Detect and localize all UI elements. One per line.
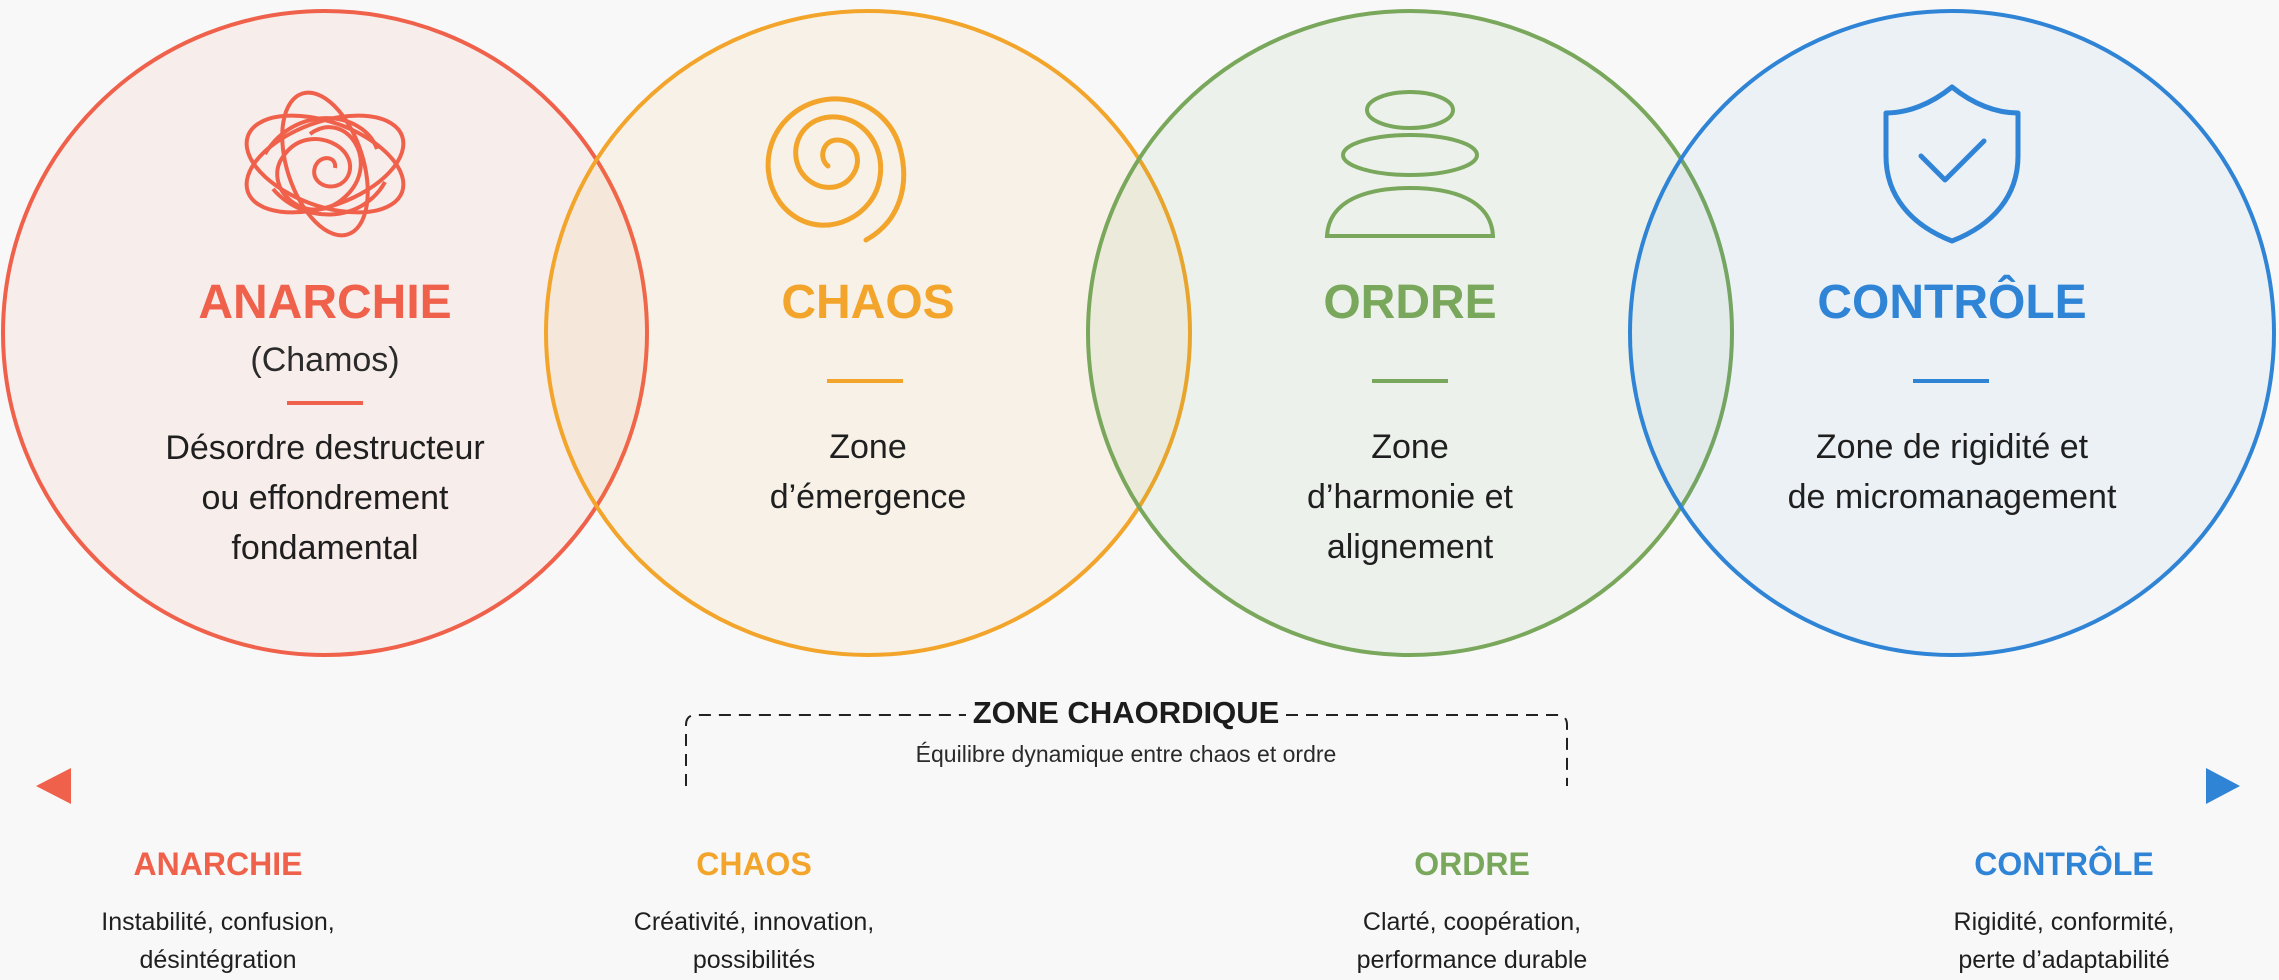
spiral-icon	[765, 96, 907, 243]
bottom-labels: ANARCHIE Instabilité, confusion, désinté…	[101, 846, 2174, 974]
bottom-chaos-description-line-2: possibilités	[693, 946, 815, 974]
anarchie-content: ANARCHIE (Chamos) Désordre destructeur o…	[165, 90, 485, 567]
bottom-ordre-description-line-1: Clarté, coopération,	[1363, 908, 1581, 936]
bottom-label-ordre: ORDRE Clarté, coopération, performance d…	[1357, 846, 1588, 974]
arrow-right-icon	[2206, 768, 2240, 804]
bottom-chaos-title: CHAOS	[696, 846, 812, 882]
ordre-content: ORDRE Zone d’harmonie et alignement	[1307, 90, 1514, 566]
arrow-left-icon	[36, 768, 71, 804]
circles-group	[1, 9, 2276, 657]
zone-chaordique: ZONE CHAORDIQUE Équilibre dynamique entr…	[685, 695, 1568, 786]
circle-anarchie	[1, 9, 649, 657]
chaos-circle-description-line-2: d’émergence	[770, 478, 967, 516]
zone-bracket-right	[1286, 714, 1568, 786]
chaos-circle-title: CHAOS	[781, 276, 954, 329]
chaos-circle-description-line-1: Zone	[829, 428, 907, 466]
anarchie-circle-description-line-3: fondamental	[231, 529, 418, 567]
bottom-controle-description-line-2: perte d’adaptabilité	[1958, 946, 2169, 974]
zone-bracket-left	[685, 714, 966, 786]
stacked-stones-icon	[1324, 90, 1496, 238]
bottom-label-chaos: CHAOS Créativité, innovation, possibilit…	[634, 846, 874, 974]
bottom-anarchie-title: ANARCHIE	[134, 846, 303, 882]
tangle-icon	[244, 90, 406, 238]
controle-circle-title: CONTRÔLE	[1817, 274, 2086, 329]
anarchie-circle-description-line-2: ou effondrement	[202, 479, 450, 517]
zone-chaordique-subtitle: Équilibre dynamique entre chaos et ordre	[916, 741, 1337, 767]
controle-circle-description-line-1: Zone de rigidité et	[1816, 428, 2089, 466]
bottom-label-controle: CONTRÔLE Rigidité, conformité, perte d’a…	[1954, 846, 2175, 974]
zone-chaordique-title: ZONE CHAORDIQUE	[973, 695, 1280, 730]
bottom-ordre-description-line-2: performance durable	[1357, 946, 1588, 974]
circle-ordre	[1086, 9, 1734, 657]
bottom-label-anarchie: ANARCHIE Instabilité, confusion, désinté…	[101, 846, 334, 974]
controle-circle-description-line-2: de micromanagement	[1788, 478, 2117, 516]
controle-content: CONTRÔLE Zone de rigidité et de microman…	[1788, 84, 2117, 516]
circle-controle	[1628, 9, 2276, 657]
bottom-chaos-description-line-1: Créativité, innovation,	[634, 908, 874, 936]
bottom-controle-description-line-1: Rigidité, conformité,	[1954, 908, 2175, 936]
bottom-ordre-title: ORDRE	[1414, 846, 1530, 882]
bottom-anarchie-description-line-1: Instabilité, confusion,	[101, 908, 334, 936]
ordre-circle-description-line-1: Zone	[1371, 428, 1449, 466]
chaos-content: CHAOS Zone d’émergence	[765, 96, 967, 516]
ordre-circle-title: ORDRE	[1323, 276, 1496, 329]
anarchie-circle-subtitle: (Chamos)	[250, 341, 399, 379]
circle-chaos	[544, 9, 1192, 657]
bottom-anarchie-description-line-2: désintégration	[139, 946, 296, 974]
shield-check-icon	[1883, 84, 2021, 244]
anarchie-circle-title: ANARCHIE	[198, 276, 451, 329]
anarchie-circle-description-line-1: Désordre destructeur	[165, 429, 484, 467]
ordre-circle-description-line-3: alignement	[1327, 528, 1494, 566]
spectrum-axis	[36, 768, 2240, 804]
bottom-controle-title: CONTRÔLE	[1974, 846, 2154, 882]
ordre-circle-description-line-2: d’harmonie et	[1307, 478, 1514, 516]
